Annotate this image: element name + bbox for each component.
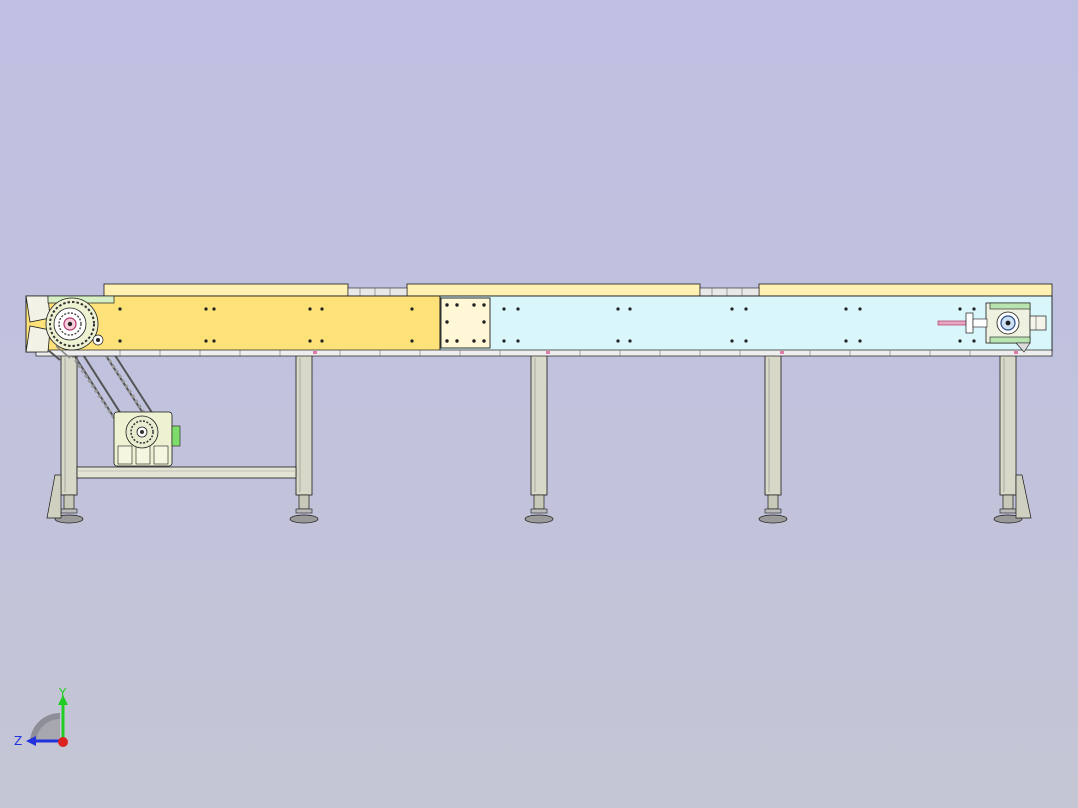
splice-plate	[440, 297, 491, 349]
motor-terminal-box	[171, 425, 181, 447]
top-rail	[103, 283, 349, 297]
gusset	[46, 474, 62, 519]
leg	[60, 354, 78, 496]
leveling-foot	[524, 494, 554, 524]
bolt-holes	[118, 307, 976, 343]
leg	[999, 354, 1017, 496]
leveling-foot	[289, 494, 319, 524]
x-axis-dot	[58, 737, 68, 747]
leg	[764, 354, 782, 496]
leveling-foot	[993, 494, 1023, 524]
z-axis-label: Z	[14, 734, 22, 748]
leveling-foot	[54, 494, 84, 524]
support-legs	[46, 354, 1032, 524]
orientation-triad: Y Z	[14, 686, 68, 748]
gusset	[1015, 474, 1032, 519]
gear-motor	[113, 411, 181, 467]
top-rail	[758, 283, 1053, 297]
drive-sprocket-assembly	[25, 295, 115, 361]
top-rail	[406, 283, 701, 297]
leg	[295, 354, 313, 496]
y-axis-label: Y	[58, 686, 67, 700]
conveyor-frame	[25, 283, 1053, 357]
leg	[530, 354, 548, 496]
tail-take-up-assembly	[937, 302, 1047, 353]
tension-cylinder	[937, 320, 969, 326]
cross-brace	[76, 466, 297, 479]
leveling-foot	[758, 494, 788, 524]
bottom-lip	[35, 349, 1053, 357]
